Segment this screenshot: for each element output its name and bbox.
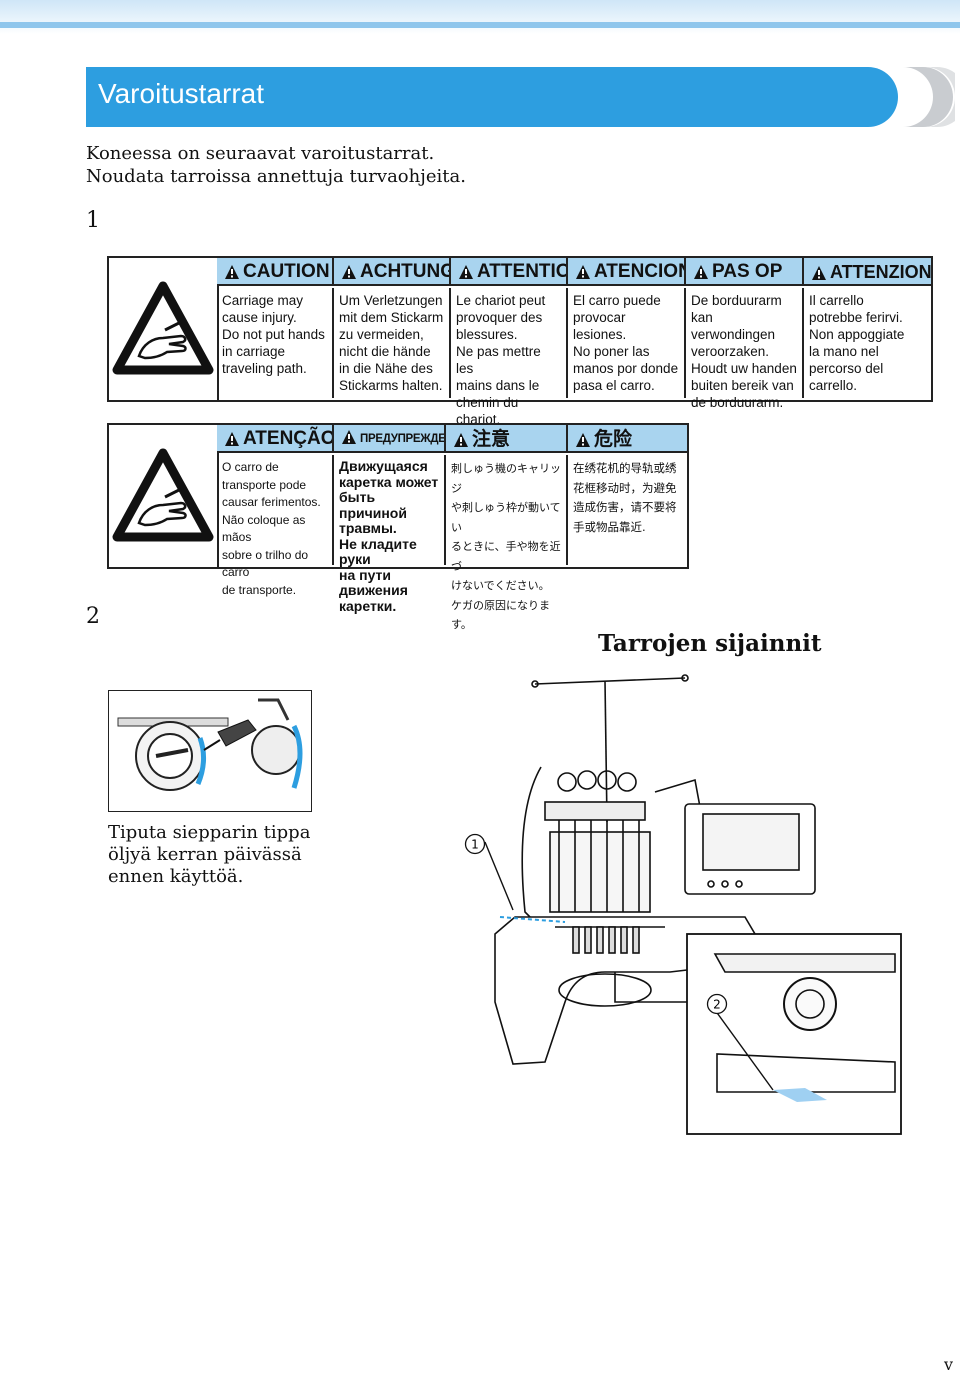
label2-text-0: O carro de transporte pode causar ferime…: [217, 455, 334, 597]
section-number-2: 2: [86, 604, 100, 629]
page-title: Varoitustarrat: [98, 78, 264, 109]
warning-triangle-icon: [576, 433, 590, 447]
section-number-1: 1: [86, 208, 100, 233]
label1-text-4: De borduurarm kan verwondingen veroorzak…: [686, 288, 804, 410]
warning-triangle-icon: [694, 265, 708, 279]
label2-text-2: 刺しゅう機のキャリッジ や刺しゅう枠が動いてい るときに、手や物を近づ けないで…: [446, 455, 568, 631]
warning-label-2: ATENÇÃO ПРЕДУПРЕЖДЕНИЕ 注意 危险 O carro de …: [107, 423, 689, 631]
label1-text-3: El carro puede provocar lesiones. No pon…: [568, 288, 686, 398]
label2-text-1: Движущаяся каретка может быть причиной т…: [334, 455, 446, 613]
label1-text-1: Um Verletzungen mit dem Stickarm zu verm…: [334, 288, 451, 398]
warning-triangle-icon: [225, 265, 239, 279]
warning-triangle-icon: [459, 265, 473, 279]
label1-heading-1: ACHTUNG: [334, 258, 451, 286]
hand-hazard-symbol: [109, 258, 219, 400]
hand-pinch-warning-icon: [112, 448, 214, 542]
label1-text-5: Il carrello potrebbe ferirvi. Non appogg…: [809, 293, 905, 393]
callout-1-icon: 1: [464, 833, 486, 855]
label2-heading-1: ПРЕДУПРЕЖДЕНИЕ: [334, 425, 446, 453]
label1-heading-0: CAUTION: [217, 258, 334, 286]
embroidery-machine-illustration: [484, 674, 902, 1135]
warning-triangle-icon: [454, 433, 468, 447]
shuttle-hook-oiling-illustration: [108, 690, 312, 812]
warning-triangle-icon: [576, 265, 590, 279]
callout-2-icon: 2: [706, 993, 728, 1015]
label1-text-0: Carriage may cause injury. Do not put ha…: [217, 288, 334, 398]
warning-triangle-icon: [342, 430, 356, 444]
top-decor-line: [0, 22, 960, 28]
warning-triangle-icon: [225, 432, 239, 446]
top-decor-band: [0, 0, 960, 34]
label1-text-2: Le chariot peut provoquer des blessures.…: [451, 288, 568, 427]
warning-triangle-icon: [342, 265, 356, 279]
page-number: v: [944, 1355, 954, 1374]
locations-subtitle: Tarrojen sijainnit: [598, 630, 822, 657]
label2-text-3: 在绣花机的导轨或绣 花框移动时，为避免 造成伤害，请不要将 手或物品靠近.: [573, 461, 677, 534]
warning-label-1: CAUTION ACHTUNG ATTENTION ATENCION PAS O…: [107, 256, 933, 427]
hand-pinch-warning-icon: [112, 281, 214, 375]
label1-heading-4: PAS OP: [686, 258, 804, 286]
label1-heading-3: ATENCION: [568, 258, 686, 286]
callout-2-label: 2: [713, 998, 721, 1012]
title-chevron-icon: [903, 67, 955, 127]
intro-line-1: Koneessa on seuraavat varoitustarrat.: [86, 143, 435, 164]
label1-heading-2: ATTENTION: [451, 258, 568, 286]
label2-heading-2: 注意: [446, 425, 568, 453]
hand-hazard-symbol-2: [109, 425, 219, 567]
intro-line-2: Noudata tarroissa annettuja turvaohjeita…: [86, 166, 466, 187]
intro-text: Koneessa on seuraavat varoitustarrat. No…: [86, 142, 466, 188]
warning-triangle-icon: [812, 266, 826, 280]
oiling-caption: Tiputa siepparin tippa öljyä kerran päiv…: [108, 822, 311, 887]
label2-heading-0: ATENÇÃO: [217, 425, 334, 453]
callout-1-label: 1: [471, 838, 479, 852]
label2-heading-3: 危险: [568, 425, 687, 453]
label1-heading-5: ATTENZIONE: [804, 258, 931, 286]
title-banner: [86, 67, 898, 127]
